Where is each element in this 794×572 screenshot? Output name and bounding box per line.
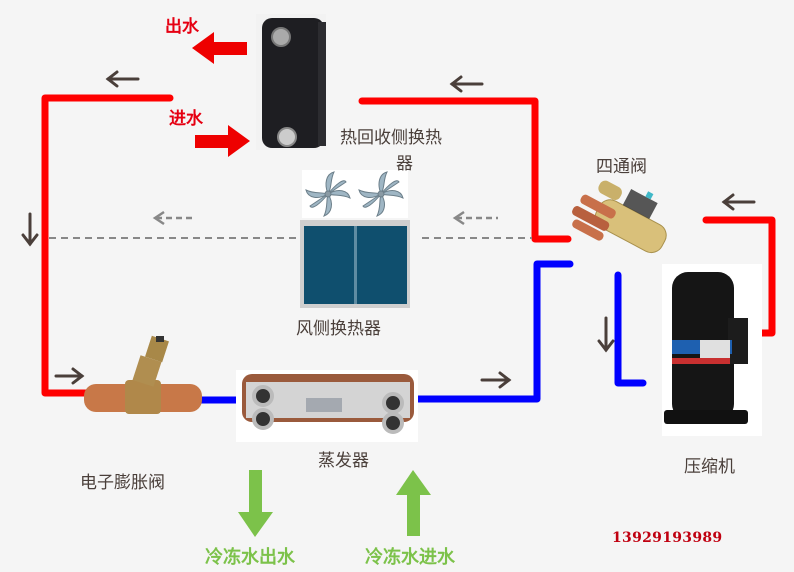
chilled-water-in-label: 冷冻水进水 [365, 547, 455, 568]
flow-arrow-icon [597, 316, 615, 353]
contact-phone: 13929193989 [612, 530, 723, 546]
dashed-arrow-left [152, 210, 196, 226]
flow-arrow-icon [21, 212, 39, 247]
flow-arrow-icon [721, 193, 756, 211]
expansion-valve-icon [84, 335, 202, 414]
flow-arrow-icon [449, 75, 484, 93]
evaporator-icon [236, 370, 418, 442]
water-out-label: 出水 [165, 17, 199, 37]
compressor-label: 压缩机 [684, 457, 735, 477]
chilled-water-out-arrow-icon [238, 470, 273, 537]
air-side-exchanger-label: 风侧换热器 [296, 319, 381, 339]
four-way-valve-label: 四通阀 [596, 157, 647, 177]
chilled-water-out-label: 冷冻水出水 [205, 547, 295, 568]
compressor-icon [662, 264, 762, 436]
heat-recovery-exchanger-label-line1: 热回收侧换热 [340, 128, 442, 148]
chilled-water-in-arrow-icon [396, 470, 431, 536]
evaporator-label: 蒸发器 [318, 451, 369, 471]
flow-arrow-icon [480, 371, 512, 389]
water-in-arrow-icon [195, 125, 250, 157]
four-way-valve-icon [572, 180, 667, 254]
flow-arrow-icon [105, 70, 140, 88]
cold-line-evaporator-to-valve [414, 260, 574, 403]
water-out-arrow-icon [192, 32, 247, 64]
flow-arrow-icon [54, 367, 85, 385]
expansion-valve-label: 电子膨胀阀 [80, 473, 165, 493]
fan-icon [302, 170, 408, 218]
heat-recovery-exchanger-label-line2: 器 [396, 154, 413, 174]
water-in-label: 进水 [169, 109, 203, 129]
heat-recovery-exchanger-icon [256, 14, 326, 150]
dashed-arrow-right [452, 210, 498, 226]
hot-line-top-right [358, 97, 572, 243]
cold-line-valve-to-compressor [614, 271, 647, 387]
air-side-exchanger-icon [300, 220, 410, 308]
hot-line-left-loop [41, 94, 174, 397]
